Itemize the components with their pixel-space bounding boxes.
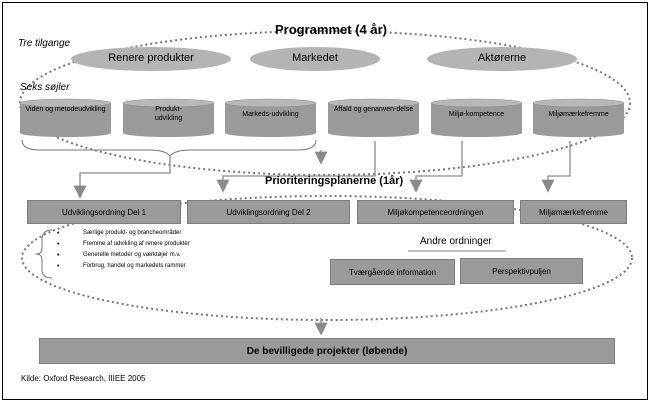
source-note: Kilde: Oxford Research, IIIEE 2005 [21,374,146,383]
bullet-item-4: Forbrug, handel og markedets rammer [57,261,190,272]
pillar-label-4: Affald og genanven-delse [333,106,414,113]
pillar-cylinder-4 [327,98,420,137]
scheme-box-2: Udviklingsordning Del 2 [187,200,350,224]
figure-frame [2,2,648,400]
other-schemes-title: Andre ordninger [420,236,492,247]
priority-dotted-oval [21,195,633,321]
pillar-label-5: Miljø-kompetence [448,111,505,118]
bullet-item-2: Fremme af udvikling af renere produkter [57,239,190,250]
pillar-cylinder-1 [19,98,112,137]
pillar-label-6: Miljømærkefremme [548,111,609,118]
scheme-box-4: Miljømærkefremme [520,200,627,224]
pillar-brace [21,139,317,157]
label-tre-tilgange: Tre tilgange [18,38,71,49]
approach-label-2: Markedet [292,52,338,64]
scheme-box-3: Miljøkompetenceordningen [357,200,514,224]
bullet-bracket [35,229,53,279]
approach-oval-3 [427,47,577,71]
pillar-cylinder-5 [430,98,523,137]
approach-label-1: Renere produkter [108,52,194,64]
other-scheme-box-1: Tværgående information [330,259,455,285]
other-scheme-box-2: Perspektivpuljen [460,258,583,284]
bullet-item-1: Særlige produkt- og brancheområder [57,228,190,239]
pillar-cylinder-3 [224,98,317,137]
pillar-label-3: Markeds-udvikling [242,111,299,118]
pillar-cylinder-6 [532,98,625,137]
bullet-list: Særlige produkt- og brancheområder Fremm… [57,228,190,272]
approach-oval-1 [71,47,231,71]
flow-arrows [73,141,571,336]
scheme-box-1: Udviklingsordning Del 1 [27,200,181,224]
pillar-cylinder-2 [122,98,215,137]
bullet-item-3: Generelle metoder og værktøjer m.v. [57,250,190,261]
diagram-title: Programmet (4 år) [275,22,387,37]
priority-title: Prioriteringsplanerne (1år) [265,175,404,187]
pillar-label-2: Produkt-udvikling [154,106,183,122]
approach-oval-2 [250,47,380,71]
label-seks-sojler: Seks søjler [20,82,70,93]
approach-label-3: Aktørerne [477,52,527,64]
pillar-label-1: Viden og metodeudvikling [25,106,106,113]
result-box: De bevilligede projekter (løbende) [39,338,615,364]
programme-dotted-oval [19,30,631,176]
